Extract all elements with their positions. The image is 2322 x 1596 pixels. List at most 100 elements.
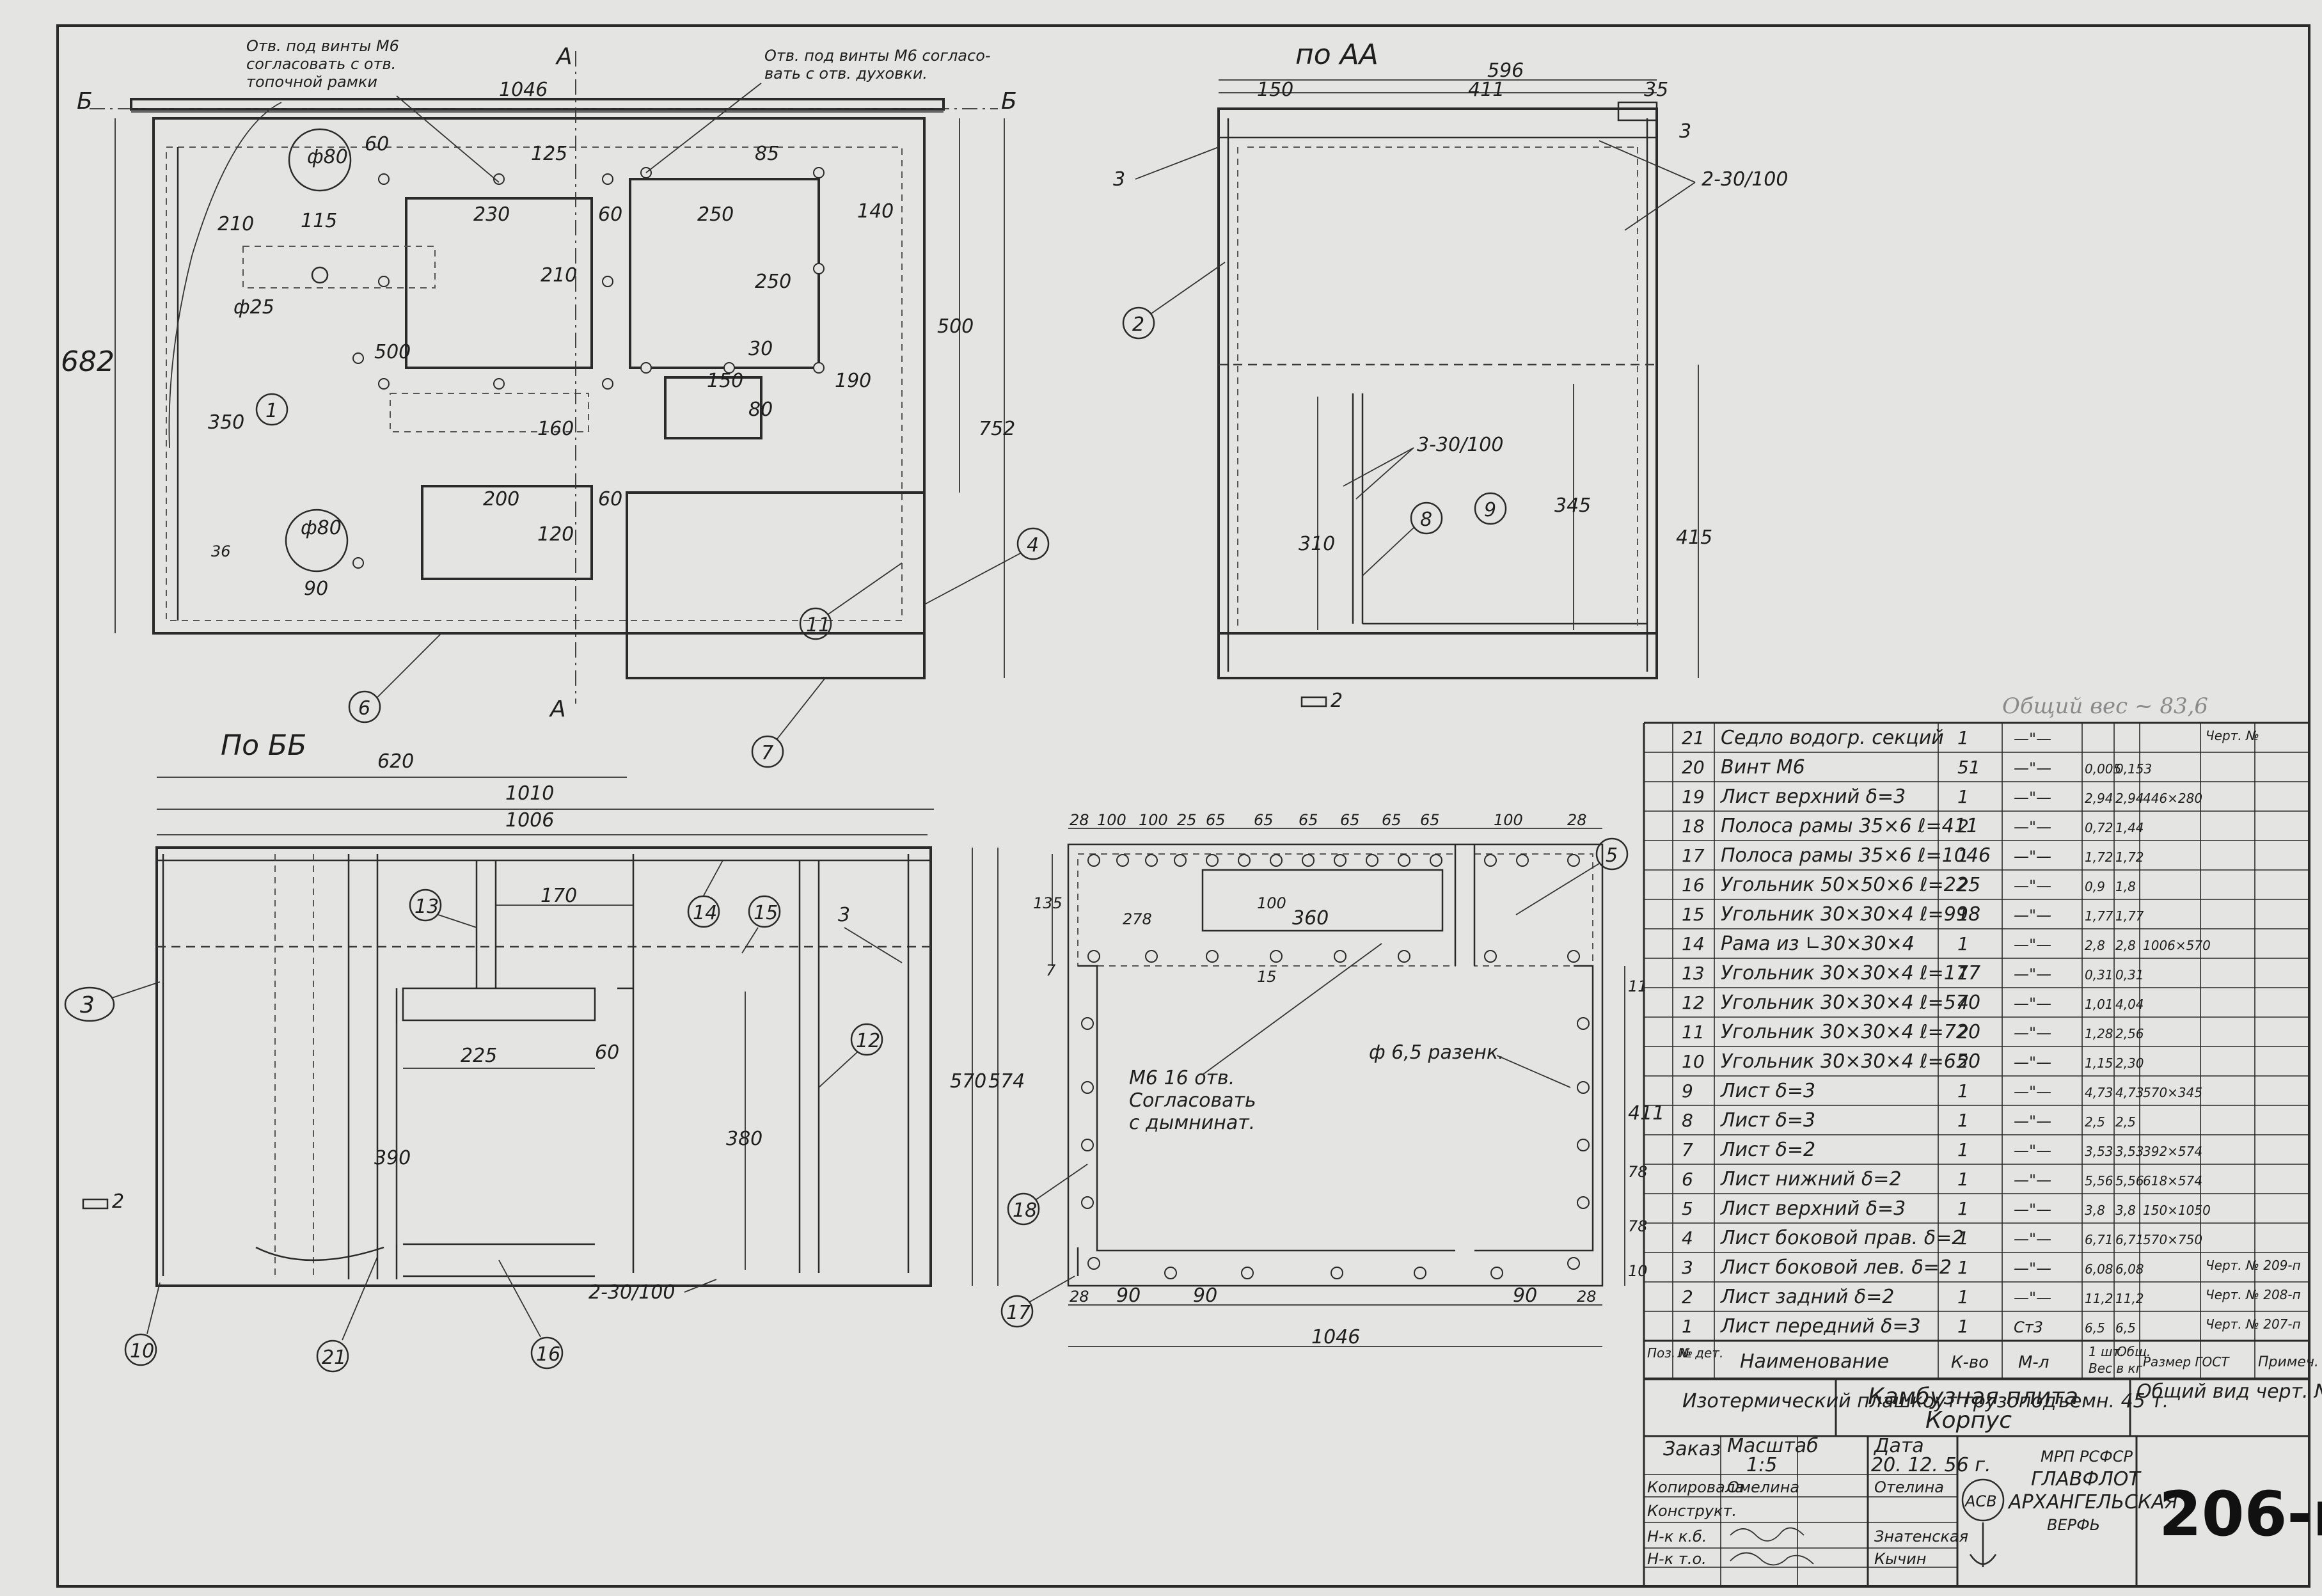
bom-cell-weight-total: 6,5 bbox=[2115, 1320, 2136, 1336]
weld-sym-bb: 2 bbox=[112, 1190, 124, 1213]
bom-cell-weight-total: 6,71 bbox=[2115, 1232, 2144, 1247]
note-top-mid-2: вать с отв. духовки. bbox=[764, 65, 928, 83]
dim-label: 100 bbox=[1257, 894, 1286, 912]
bom-cell-mat: —"— bbox=[2014, 759, 2051, 777]
weld-aa-2: 3-30/100 bbox=[1417, 434, 1503, 456]
dim-label: 65 bbox=[1340, 811, 1360, 829]
signature-2 bbox=[1730, 1552, 1814, 1566]
bom-cell-weight-unit: 0,31 bbox=[2085, 967, 2113, 983]
org-main: ГЛАВФЛОТ bbox=[2031, 1468, 2142, 1490]
bom-header-w2: Общ. bbox=[2117, 1344, 2151, 1359]
bom-cell-weight-unit: 5,56 bbox=[2085, 1173, 2113, 1189]
note-hole: ф 6,5 разенк. bbox=[1369, 1041, 1505, 1064]
bom-cell-pos: 16 bbox=[1682, 874, 1705, 896]
weld-bb: 2-30/100 bbox=[588, 1281, 675, 1304]
dim-label: 28 bbox=[1577, 1288, 1597, 1306]
section-bb-view: По ББ 620 1010 1006 170 225 60 bbox=[64, 729, 1025, 1373]
front-view: 1046 60 125 85 210 115 230 60 250 140 ф8… bbox=[61, 37, 1050, 768]
note-top-left-2: согласовать с отв. bbox=[246, 55, 396, 73]
bom-cell-qty: 1 bbox=[1957, 1080, 1969, 1102]
callout-bb-16: 16 bbox=[536, 1343, 560, 1366]
bom-cell-size: 570×345 bbox=[2143, 1085, 2202, 1100]
bom-cell-weight-unit: 0,005 bbox=[2085, 761, 2121, 777]
bom-cell-qty: 1 bbox=[1957, 1257, 1969, 1278]
bom-cell-name: Лист верхний δ=3 bbox=[1720, 786, 1906, 808]
dim-label: 411 bbox=[1468, 79, 1505, 101]
callout-bb-14: 14 bbox=[693, 902, 717, 924]
dim-label: 65 bbox=[1420, 811, 1440, 829]
bom-cell-mat: Ст3 bbox=[2014, 1318, 2043, 1336]
bom-cell-weight-total: 4,04 bbox=[2115, 997, 2144, 1012]
dim-label: 570 bbox=[950, 1070, 986, 1093]
dim-label: 210 bbox=[217, 213, 254, 235]
dim-label: 28 bbox=[1070, 1288, 1089, 1306]
bom-cell-mat: —"— bbox=[2014, 730, 2051, 748]
dim-label: 115 bbox=[301, 210, 337, 232]
dim-label: 30 bbox=[748, 338, 773, 360]
yard-logo: АСВ bbox=[1961, 1478, 2005, 1567]
bom-cell-name: Угольник 30×30×4 ℓ=570 bbox=[1721, 992, 1980, 1014]
org-ministry: МРП РСФСР bbox=[2041, 1448, 2133, 1466]
bom-cell-pos: 18 bbox=[1682, 816, 1705, 837]
bom-cell-qty: 4 bbox=[1957, 992, 1969, 1013]
bom-header-mat: М-л bbox=[2018, 1353, 2049, 1372]
bom-cell-size: 618×574 bbox=[2143, 1173, 2202, 1189]
bom-cell-weight-total: 1,44 bbox=[2115, 820, 2144, 835]
bom-cell-pos: 13 bbox=[1682, 963, 1705, 984]
bom-cell-qty: 1 bbox=[1957, 727, 1969, 748]
note-top-left-1: Отв. под винты М6 bbox=[246, 37, 399, 55]
bom-cell-weight-unit: 1,77 bbox=[2085, 908, 2113, 924]
bom-cell-weight-unit: 6,5 bbox=[2085, 1320, 2105, 1336]
bom-cell-qty: 1 bbox=[1957, 1316, 1969, 1337]
callout-front-1: 1 bbox=[265, 400, 278, 422]
bom-cell-size: 150×1050 bbox=[2143, 1203, 2211, 1218]
bom-cell-mat: —"— bbox=[2014, 1024, 2051, 1042]
bom-cell-weight-total: 4,73 bbox=[2115, 1085, 2144, 1100]
bom-cell-size: 570×750 bbox=[2143, 1232, 2202, 1247]
bom-cell-weight-total: 0,153 bbox=[2115, 761, 2152, 777]
dim-label: 500 bbox=[937, 315, 974, 338]
bom-cell-mat: —"— bbox=[2014, 1083, 2051, 1101]
copied-name-2: Отелина bbox=[1874, 1478, 1944, 1496]
bom-cell-weight-unit: 1,01 bbox=[2085, 997, 2113, 1012]
dim-label: 278 bbox=[1123, 910, 1152, 928]
callout-aa-3: 3 bbox=[1113, 168, 1125, 191]
head-to-name: Кычин bbox=[1874, 1550, 1926, 1568]
bom-cell-pos: 8 bbox=[1682, 1110, 1693, 1131]
bom-cell-qty: 1 bbox=[1957, 1139, 1969, 1160]
section-a-bottom: А bbox=[549, 696, 566, 722]
bom-cell-weight-total: 2,94 bbox=[2115, 791, 2144, 806]
callout-bb-12: 12 bbox=[856, 1030, 880, 1052]
bom-cell-pos: 6 bbox=[1682, 1169, 1693, 1190]
dim-front-682: 682 bbox=[61, 345, 115, 378]
dim-label: 85 bbox=[755, 143, 779, 165]
bom-cell-pos: 5 bbox=[1682, 1198, 1693, 1219]
bom-cell-qty: 1 bbox=[1957, 1169, 1969, 1190]
section-aa-view: по АА 596 150 411 35 3 310 345 415 2-30/… bbox=[1113, 38, 1788, 712]
dim-label: 596 bbox=[1487, 59, 1524, 82]
general-view-ref: Общий вид черт. № 205-п bbox=[2136, 1380, 2322, 1403]
bom-cell-name: Лист верхний δ=3 bbox=[1720, 1197, 1906, 1220]
dim-label: 3 bbox=[1679, 120, 1691, 143]
sheet-number: 206-п bbox=[2159, 1478, 2322, 1550]
pencil-weight-note: Общий вес ~ 83,6 bbox=[2002, 693, 2208, 719]
bom-header-name: Наименование bbox=[1740, 1350, 1889, 1373]
dim-label: 620 bbox=[377, 750, 414, 773]
bom-cell-qty: 51 bbox=[1957, 757, 1980, 778]
note-top-mid-1: Отв. под винты М6 согласо- bbox=[764, 47, 991, 65]
bom-cell-name: Угольник 30×30×4 ℓ=998 bbox=[1721, 903, 1980, 926]
bom-cell-name: Лист δ=3 bbox=[1720, 1109, 1815, 1132]
front-opening-ash bbox=[421, 485, 593, 580]
bom-cell-weight-total: 11,2 bbox=[2115, 1291, 2144, 1306]
callout-aa-2: 2 bbox=[1132, 313, 1144, 336]
dim-label: 90 bbox=[1513, 1284, 1537, 1307]
bom-cell-mat: —"— bbox=[2014, 1289, 2051, 1307]
dim-label: 160 bbox=[537, 418, 574, 440]
bom-cell-qty: 2 bbox=[1957, 874, 1969, 896]
bom-cell-weight-unit: 3,8 bbox=[2085, 1203, 2105, 1218]
bom-cell-name: Лист боковой прав. δ=2 bbox=[1720, 1227, 1964, 1249]
copied-name: Омелина bbox=[1727, 1478, 1799, 1496]
dim-label: 100 bbox=[1097, 811, 1126, 829]
dim-label: 90 bbox=[1193, 1284, 1217, 1307]
